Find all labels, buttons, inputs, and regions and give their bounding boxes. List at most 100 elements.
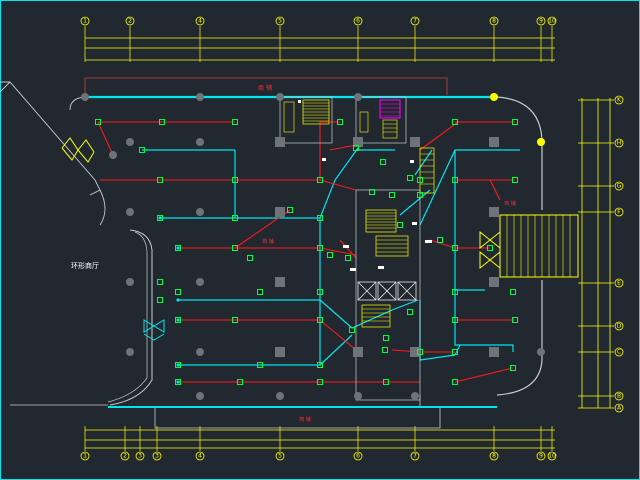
sensor-marker <box>452 245 458 251</box>
column-square <box>410 137 420 147</box>
sensor-marker <box>157 177 163 183</box>
sensor-marker <box>317 177 323 183</box>
top-axis-bubble-1: 1 <box>80 16 90 26</box>
right-note-label: 商 铺 <box>504 200 516 207</box>
column-square <box>275 347 285 357</box>
right-axis-bubble-9-label: A <box>617 405 622 412</box>
column-square <box>353 137 363 147</box>
column-dot <box>196 278 204 286</box>
bottom-axis-bubble-3-label: 3 <box>138 453 142 460</box>
bottom-axis-bubble-6: 5 <box>275 451 285 461</box>
sensor-marker <box>510 289 516 295</box>
right-axis-bubble-7-label: C <box>617 349 621 356</box>
bottom-axis-bubble-10-label: 9 <box>539 453 543 460</box>
top-axis-bubble-2-label: 2 <box>128 18 132 25</box>
sensor-marker <box>175 317 181 323</box>
top-axis-bubble-4-label: 5 <box>278 18 282 25</box>
column-highlight <box>490 93 498 101</box>
sensor-marker <box>380 159 386 165</box>
column-dot <box>196 392 204 400</box>
sensor-marker <box>510 365 516 371</box>
revolving-doors <box>61 137 501 341</box>
column-square <box>275 277 285 287</box>
right-axis-bubble-1: K <box>614 95 624 105</box>
right-axis-bubble-4: F <box>614 207 624 217</box>
sensor-marker <box>139 147 145 153</box>
column-dot <box>276 93 284 101</box>
left-area-label: 环形商厅 <box>71 261 99 270</box>
sensor-marker <box>417 192 423 198</box>
right-axis-bubble-3-label: G <box>617 183 622 190</box>
sensor-marker <box>407 309 413 315</box>
top-axis-bubble-3: 4 <box>195 16 205 26</box>
bottom-axis-bubble-3: 3 <box>135 451 145 461</box>
top-axis-bubble-4: 5 <box>275 16 285 26</box>
column-dot <box>126 208 134 216</box>
bottom-axis-bubble-2: 2 <box>120 451 130 461</box>
column-dot <box>126 278 134 286</box>
right-axis-bubble-8-label: B <box>617 393 621 400</box>
sensor-marker <box>317 289 323 295</box>
sensor-markers <box>95 119 518 385</box>
bottom-axis-bubble-6-label: 5 <box>278 453 282 460</box>
top-axis-bubble-8: 9 <box>536 16 546 26</box>
column-square <box>353 347 363 357</box>
wall-end-dot <box>176 363 180 367</box>
sensor-marker <box>337 119 343 125</box>
bottom-axis-bubble-8: 7 <box>410 451 420 461</box>
column-dot <box>196 348 204 356</box>
top-axis-bubble-8-label: 9 <box>539 18 543 25</box>
top-axis-bubble-7: 8 <box>489 16 499 26</box>
sensor-marker <box>397 222 403 228</box>
sensor-marker <box>452 289 458 295</box>
stair-cores <box>279 96 579 401</box>
top-axis-bubble-9: 10 <box>547 16 557 26</box>
right-axis-bubble-2: H <box>614 138 624 148</box>
bottom-axis-bubble-11: 10 <box>547 451 557 461</box>
right-axis-bubble-4-label: F <box>617 209 621 216</box>
sensor-marker <box>417 177 423 183</box>
bottom-axis-bubble-1: 1 <box>80 451 90 461</box>
right-axis-bubble-5: E <box>614 278 624 288</box>
top-wall-label: 商 铺 <box>258 84 272 92</box>
sensor-marker <box>175 362 181 368</box>
equipment-marks <box>298 100 432 271</box>
sensor-marker <box>159 119 165 125</box>
center-note-label: 商 铺 <box>262 238 274 245</box>
red-pipes <box>97 121 515 383</box>
sensor-marker <box>317 362 323 368</box>
sensor-marker <box>257 362 263 368</box>
sensor-marker <box>287 207 293 213</box>
column-square <box>275 207 285 217</box>
column-square <box>489 277 499 287</box>
right-axis-bubble-6-label: D <box>617 323 622 330</box>
top-axis-bubble-6: 7 <box>410 16 420 26</box>
sensor-marker <box>157 215 163 221</box>
column-dot <box>537 348 545 356</box>
sensor-marker <box>232 119 238 125</box>
sensor-marker <box>452 379 458 385</box>
sensor-marker <box>353 145 359 151</box>
column-highlight <box>537 138 545 146</box>
column-square <box>489 207 499 217</box>
bottom-axis-bubble-4: 3 <box>152 451 162 461</box>
sensor-marker <box>257 289 263 295</box>
sensor-marker <box>175 289 181 295</box>
bottom-axis-bubble-11-label: 10 <box>548 453 556 460</box>
bottom-axis-bubble-9: 8 <box>489 451 499 461</box>
wall-end-dot <box>176 380 180 384</box>
sensor-marker <box>317 245 323 251</box>
sensor-marker <box>175 379 181 385</box>
sensor-marker <box>232 317 238 323</box>
sensor-marker <box>407 175 413 181</box>
bottom-axis-bubble-7: 6 <box>353 451 363 461</box>
column-dot <box>354 392 362 400</box>
column-dot <box>81 93 89 101</box>
sensor-marker <box>452 119 458 125</box>
sensor-marker <box>317 215 323 221</box>
bottom-axis-bubble-9-label: 8 <box>492 453 496 460</box>
wall-end-dot <box>176 298 180 302</box>
sensor-marker <box>369 189 375 195</box>
column-dot <box>109 151 117 159</box>
bottom-axis-bubble-10: 9 <box>536 451 546 461</box>
